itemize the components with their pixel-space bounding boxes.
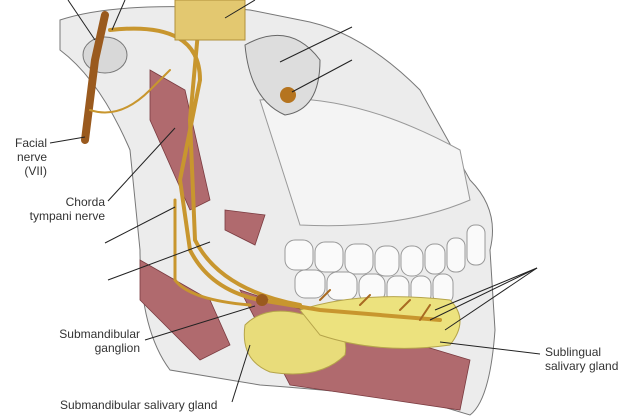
submandibular-gland-label: Submandibular salivary gland	[60, 398, 218, 412]
label-line: nerve	[16, 150, 47, 164]
sublingual-gland	[299, 296, 461, 349]
label-line: Submandibular	[59, 327, 140, 341]
facial-nerve	[81, 11, 109, 144]
lingual-nerve	[187, 8, 302, 307]
otic-ganglion	[280, 87, 296, 103]
chorda-tympani-label: Chorda tympani nerve	[10, 195, 105, 223]
chorda-tympani-nerve	[108, 26, 442, 322]
label-line: salivary gland	[545, 359, 619, 373]
label-line: Facial	[14, 136, 47, 150]
submandibular-ganglion-label: Submandibular ganglion	[40, 327, 140, 355]
label-line: Chorda	[65, 195, 105, 209]
trigeminal-ganglion	[174, 0, 246, 41]
submandibular-ganglion	[256, 294, 268, 306]
facial-nerve-label: Facial nerve (VII)	[5, 136, 47, 178]
label-line: Sublingual	[545, 345, 602, 359]
ear-canal	[82, 36, 128, 74]
label-line: (VII)	[24, 164, 47, 178]
leader-lines	[49, 0, 541, 403]
label-line: tympani nerve	[29, 209, 105, 223]
sublingual-gland-label: Sublingual salivary gland	[545, 345, 618, 373]
teeth	[284, 224, 486, 305]
label-line: ganglion	[94, 341, 140, 355]
sinus	[244, 34, 321, 116]
maxilla-bone	[259, 98, 471, 227]
